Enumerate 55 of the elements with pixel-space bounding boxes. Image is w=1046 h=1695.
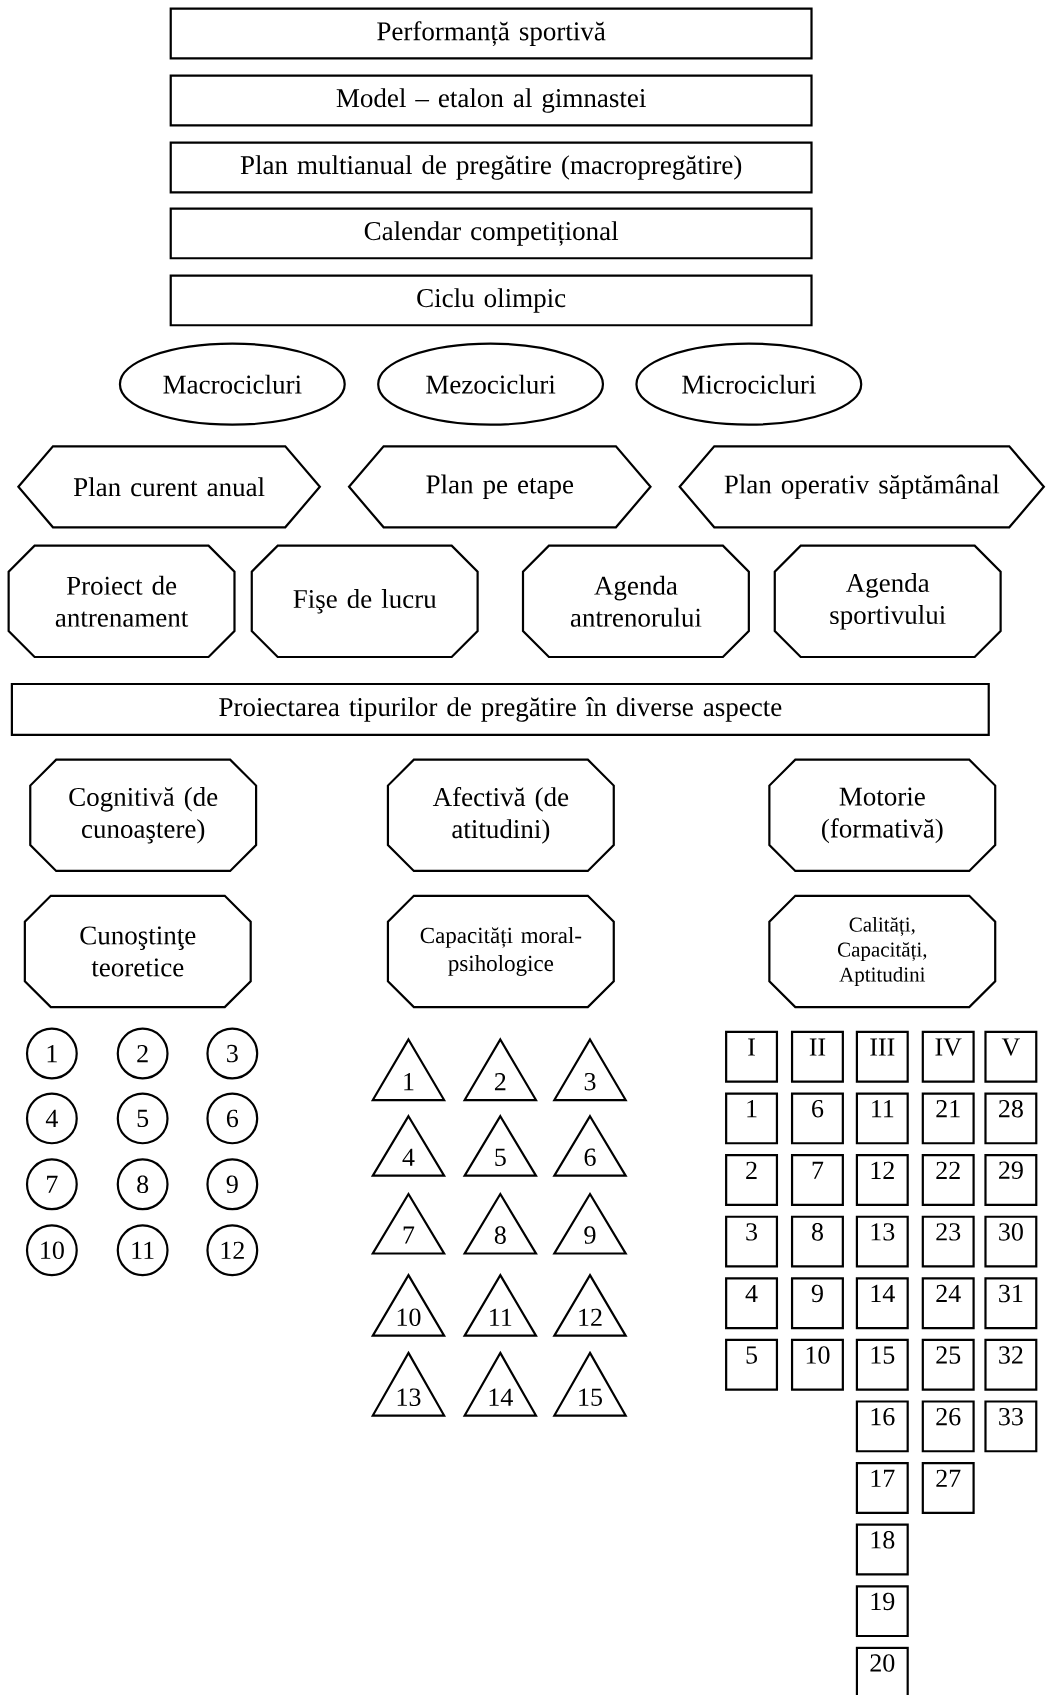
plan-hexagon: Plan operativ săptămânal	[678, 445, 1046, 529]
numbered-square: 11	[855, 1092, 909, 1145]
section-box: Proiectarea tipurilor de pregătire în diverse aspecte	[10, 682, 990, 736]
stacked-box: Performanță sportivă	[169, 7, 813, 60]
numbered-square: 27	[921, 1462, 975, 1514]
numbered-square: 21	[921, 1092, 975, 1145]
numbered-square: 1	[725, 1092, 779, 1145]
numbered-square: 14	[855, 1277, 909, 1330]
numbered-square: 15	[855, 1338, 909, 1391]
numbered-square: III	[855, 1030, 909, 1083]
stacked-box: Model – etalon al gimnastei	[169, 74, 813, 127]
numbered-square: 24	[921, 1277, 975, 1330]
content-octagon: Calități, Capacități, Aptitudini	[768, 894, 997, 1009]
numbered-square: 31	[984, 1277, 1038, 1330]
stacked-box: Calendar competițional	[169, 207, 813, 260]
numbered-square: 29	[984, 1154, 1038, 1206]
numbered-square: I	[725, 1030, 779, 1083]
content-octagon: Capacități moral-psihologice	[386, 894, 615, 1009]
numbered-square: 33	[984, 1400, 1038, 1453]
numbered-square: 7	[790, 1154, 844, 1206]
stacked-box: Plan multianual de pregătire (macropregătire)	[169, 141, 813, 194]
numbered-square: 3	[725, 1215, 779, 1268]
numbered-square: 5	[725, 1338, 779, 1391]
numbered-square: 18	[855, 1523, 909, 1576]
numbered-square: II	[790, 1030, 844, 1083]
numbered-square: 26	[921, 1400, 975, 1453]
numbered-square: IV	[921, 1030, 975, 1083]
numbered-square: 22	[921, 1154, 975, 1206]
document-octagon: Agenda antrenorului	[521, 544, 750, 659]
numbered-square: 13	[855, 1215, 909, 1268]
numbered-square: 10	[790, 1338, 844, 1391]
document-octagon: Fişe de lucru	[250, 544, 479, 659]
document-octagon: Agenda sportivului	[773, 544, 1002, 659]
numbered-square: 19	[855, 1585, 909, 1638]
numbered-square: 32	[984, 1338, 1038, 1391]
numbered-square: 6	[790, 1092, 844, 1145]
numbered-square: 9	[790, 1277, 844, 1330]
numbered-square: 23	[921, 1215, 975, 1268]
aspect-octagon: Afectivă (de atitudini)	[386, 758, 615, 873]
numbered-square: 12	[855, 1154, 909, 1206]
numbered-square: 30	[984, 1215, 1038, 1268]
plan-hexagon: Plan pe etape	[347, 445, 652, 529]
stacked-box: Ciclu olimpic	[169, 274, 813, 327]
numbered-square: 2	[725, 1154, 779, 1206]
numbered-square: V	[984, 1030, 1038, 1083]
numbered-square: 17	[855, 1462, 909, 1514]
document-octagon: Proiect de antrenament	[7, 544, 236, 659]
numbered-square: 8	[790, 1215, 844, 1268]
numbered-square: 4	[725, 1277, 779, 1330]
numbered-square: 16	[855, 1400, 909, 1453]
aspect-octagon: Motorie (formativă)	[768, 758, 997, 873]
numbered-square: 25	[921, 1338, 975, 1391]
numbered-square: 28	[984, 1092, 1038, 1145]
content-octagon: Cunoştinţe teoretice	[23, 894, 252, 1009]
aspect-octagon: Cognitivă (de cunoaştere)	[29, 758, 258, 873]
